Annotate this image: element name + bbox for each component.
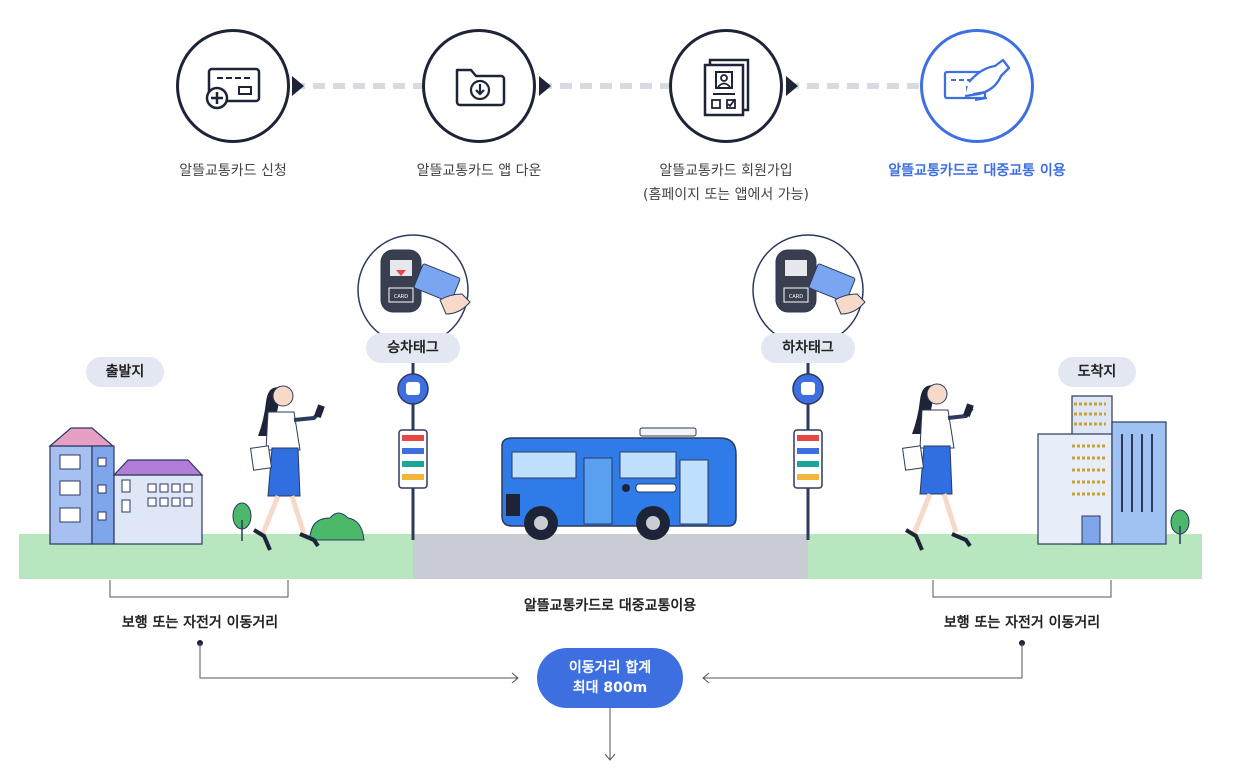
step-2-circle — [422, 29, 536, 143]
woman-right — [901, 383, 974, 551]
bus-stop-pole-alight — [792, 300, 824, 540]
tag-reader-alight: CARD — [752, 234, 866, 346]
card-hand-icon — [943, 58, 1011, 101]
walk-distance-left-label: 보행 또는 자전거 이동거리 — [121, 615, 279, 631]
card-plus-icon — [205, 67, 261, 110]
tree-right — [1170, 509, 1190, 544]
origin-badge: 출발지 — [86, 357, 164, 387]
total-distance-value: 최대 800m — [572, 680, 648, 696]
step-3-circle — [669, 29, 783, 143]
road — [413, 534, 808, 579]
bracket-left — [109, 580, 289, 598]
distance-connectors — [197, 640, 1025, 761]
bracket-right — [932, 580, 1112, 598]
alight-tag-badge: 하차태그 — [761, 333, 855, 363]
tag-reader-board: CARD — [357, 234, 471, 346]
tag-card-text-board: CARD — [394, 294, 408, 300]
step-3-label: 알뜰교통카드 회원가입 — [659, 163, 793, 179]
transit-label: 알뜰교통카드로 대중교통이용 — [523, 598, 697, 614]
member-form-icon — [703, 58, 750, 117]
walk-distance-right-label: 보행 또는 자전거 이동거리 — [943, 615, 1101, 631]
step-4-label: 알뜰교통카드로 대중교통 이용 — [888, 163, 1066, 179]
destination-buildings — [1037, 395, 1167, 545]
tag-card-text-alight: CARD — [789, 294, 803, 300]
step-3-sublabel: (홈페이지 또는 앱에서 가능) — [643, 187, 809, 203]
step-1-circle — [176, 29, 290, 143]
folder-download-icon — [455, 68, 506, 107]
destination-badge: 도착지 — [1058, 357, 1136, 387]
bus — [501, 427, 737, 540]
bush-left — [309, 512, 365, 541]
step-1-label: 알뜰교통카드 신청 — [179, 163, 287, 179]
total-distance-title: 이동거리 합계 — [568, 660, 652, 676]
step-2-label: 알뜰교통카드 앱 다운 — [416, 163, 542, 179]
tree-left — [232, 502, 252, 541]
total-distance-badge: 이동거리 합계 최대 800m — [537, 648, 683, 708]
board-tag-badge: 승차태그 — [366, 333, 460, 363]
woman-left — [249, 385, 325, 551]
step-4-circle — [920, 29, 1034, 143]
origin-buildings — [48, 427, 204, 545]
step-connectors — [292, 76, 920, 96]
